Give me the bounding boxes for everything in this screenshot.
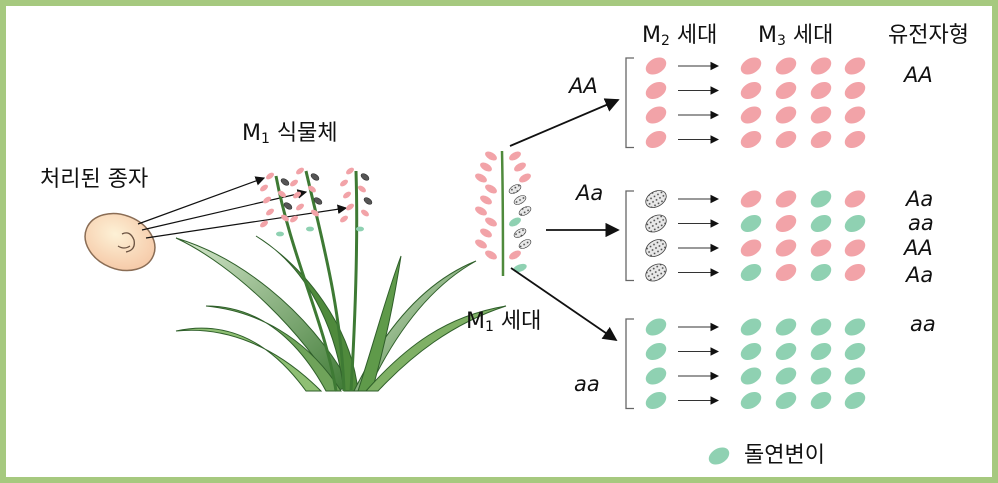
m3-seed-icon: [810, 106, 832, 124]
seed-label: 처리된 종자: [40, 167, 149, 192]
m3-seed-icon: [740, 130, 762, 149]
m3-seed-icon: [740, 391, 762, 410]
m3-seed-icon: [810, 318, 832, 336]
group-bracket: [625, 190, 634, 282]
m3-seed-icon: [740, 367, 762, 385]
m3-seed-icon: [775, 239, 797, 257]
m3-seed-icon: [844, 342, 866, 361]
m3-seed-icon: [810, 367, 832, 385]
genotype-value: Aa: [906, 187, 934, 211]
m3-seed-icon: [740, 190, 762, 208]
m2-seed-icon: [645, 239, 667, 257]
m3-seed-icon: [775, 214, 797, 233]
m3-seed-icon: [844, 106, 866, 124]
group-label-aa-recessive: aa: [574, 372, 600, 396]
m3-seed-icon: [810, 263, 832, 282]
m3-seed-icon: [775, 190, 797, 208]
m3-seed-icon: [775, 318, 797, 336]
diagram-artwork: [84, 57, 866, 465]
m3-seed-icon: [810, 190, 832, 208]
genotype-value: aa: [910, 312, 936, 336]
m3-seed-icon: [740, 214, 762, 233]
m3-seed-icon: [775, 263, 797, 282]
m2-seed-icon: [645, 318, 667, 336]
m3-seed-icon: [844, 263, 866, 282]
m3-seed-icon: [775, 130, 797, 149]
group-label-aa-dominant: AA: [569, 74, 598, 98]
m3-seed-icon: [844, 318, 866, 336]
m3-seed-icon: [844, 57, 866, 75]
m3-seed-icon: [740, 263, 762, 282]
m3-seed-icon: [844, 81, 866, 100]
genotype-header: 유전자형: [888, 23, 969, 48]
m3-seed-icon: [810, 342, 832, 361]
m2-seed-icon: [645, 342, 667, 361]
m3-seed-icon: [775, 57, 797, 75]
m3-seed-icon: [775, 81, 797, 100]
m3-seed-icon: [775, 106, 797, 124]
m3-seed-icon: [810, 239, 832, 257]
m3-seed-icon: [810, 57, 832, 75]
m3-seed-icon: [844, 367, 866, 385]
legend-label: 돌연변이: [744, 443, 825, 468]
generation-grid: [625, 57, 866, 410]
group-label-heterozygous: Aa: [576, 181, 604, 205]
m3-seed-icon: [740, 318, 762, 336]
m3-seed-icon: [775, 342, 797, 361]
legend-mutant-seed-icon: [708, 447, 730, 465]
m2-generation-header: M2 세대: [642, 23, 718, 49]
m3-seed-icon: [844, 391, 866, 410]
m3-seed-icon: [810, 81, 832, 100]
group-bracket: [625, 57, 634, 149]
m3-seed-icon: [740, 239, 762, 257]
m2-seed-icon: [645, 106, 667, 124]
genotype-value: AA: [904, 236, 933, 260]
m2-seed-icon: [645, 367, 667, 385]
m3-seed-icon: [775, 391, 797, 410]
m1-generation-label: M1 세대: [466, 309, 542, 335]
m1-plant-icon: [175, 167, 507, 392]
m3-seed-icon: [844, 214, 866, 233]
m3-seed-icon: [740, 81, 762, 100]
m2-seed-icon: [645, 130, 667, 149]
genotype-value: Aa: [906, 263, 934, 287]
m2-seed-icon: [645, 81, 667, 100]
genotype-value: aa: [908, 211, 934, 235]
m3-seed-icon: [775, 367, 797, 385]
m1-generation-panicle: [475, 150, 532, 277]
m3-seed-icon: [810, 214, 832, 233]
m2-seed-icon: [645, 190, 667, 208]
m3-seed-icon: [810, 391, 832, 410]
m3-generation-header: M3 세대: [758, 23, 834, 49]
m3-seed-icon: [740, 342, 762, 361]
m2-seed-icon: [645, 57, 667, 75]
m3-seed-icon: [844, 190, 866, 208]
seed-icon: [84, 212, 156, 272]
group-bracket: [625, 318, 634, 410]
m2-seed-icon: [645, 391, 667, 410]
m3-seed-icon: [740, 106, 762, 124]
m3-seed-icon: [844, 130, 866, 149]
panicle-to-group-arrows: [509, 98, 620, 342]
m3-seed-icon: [844, 239, 866, 257]
m1-plant-label: M1 식물체: [242, 121, 338, 147]
m3-seed-icon: [810, 130, 832, 149]
m2-seed-icon: [645, 263, 667, 282]
m2-seed-icon: [645, 214, 667, 233]
genotype-value: AA: [904, 63, 933, 87]
m3-seed-icon: [740, 57, 762, 75]
